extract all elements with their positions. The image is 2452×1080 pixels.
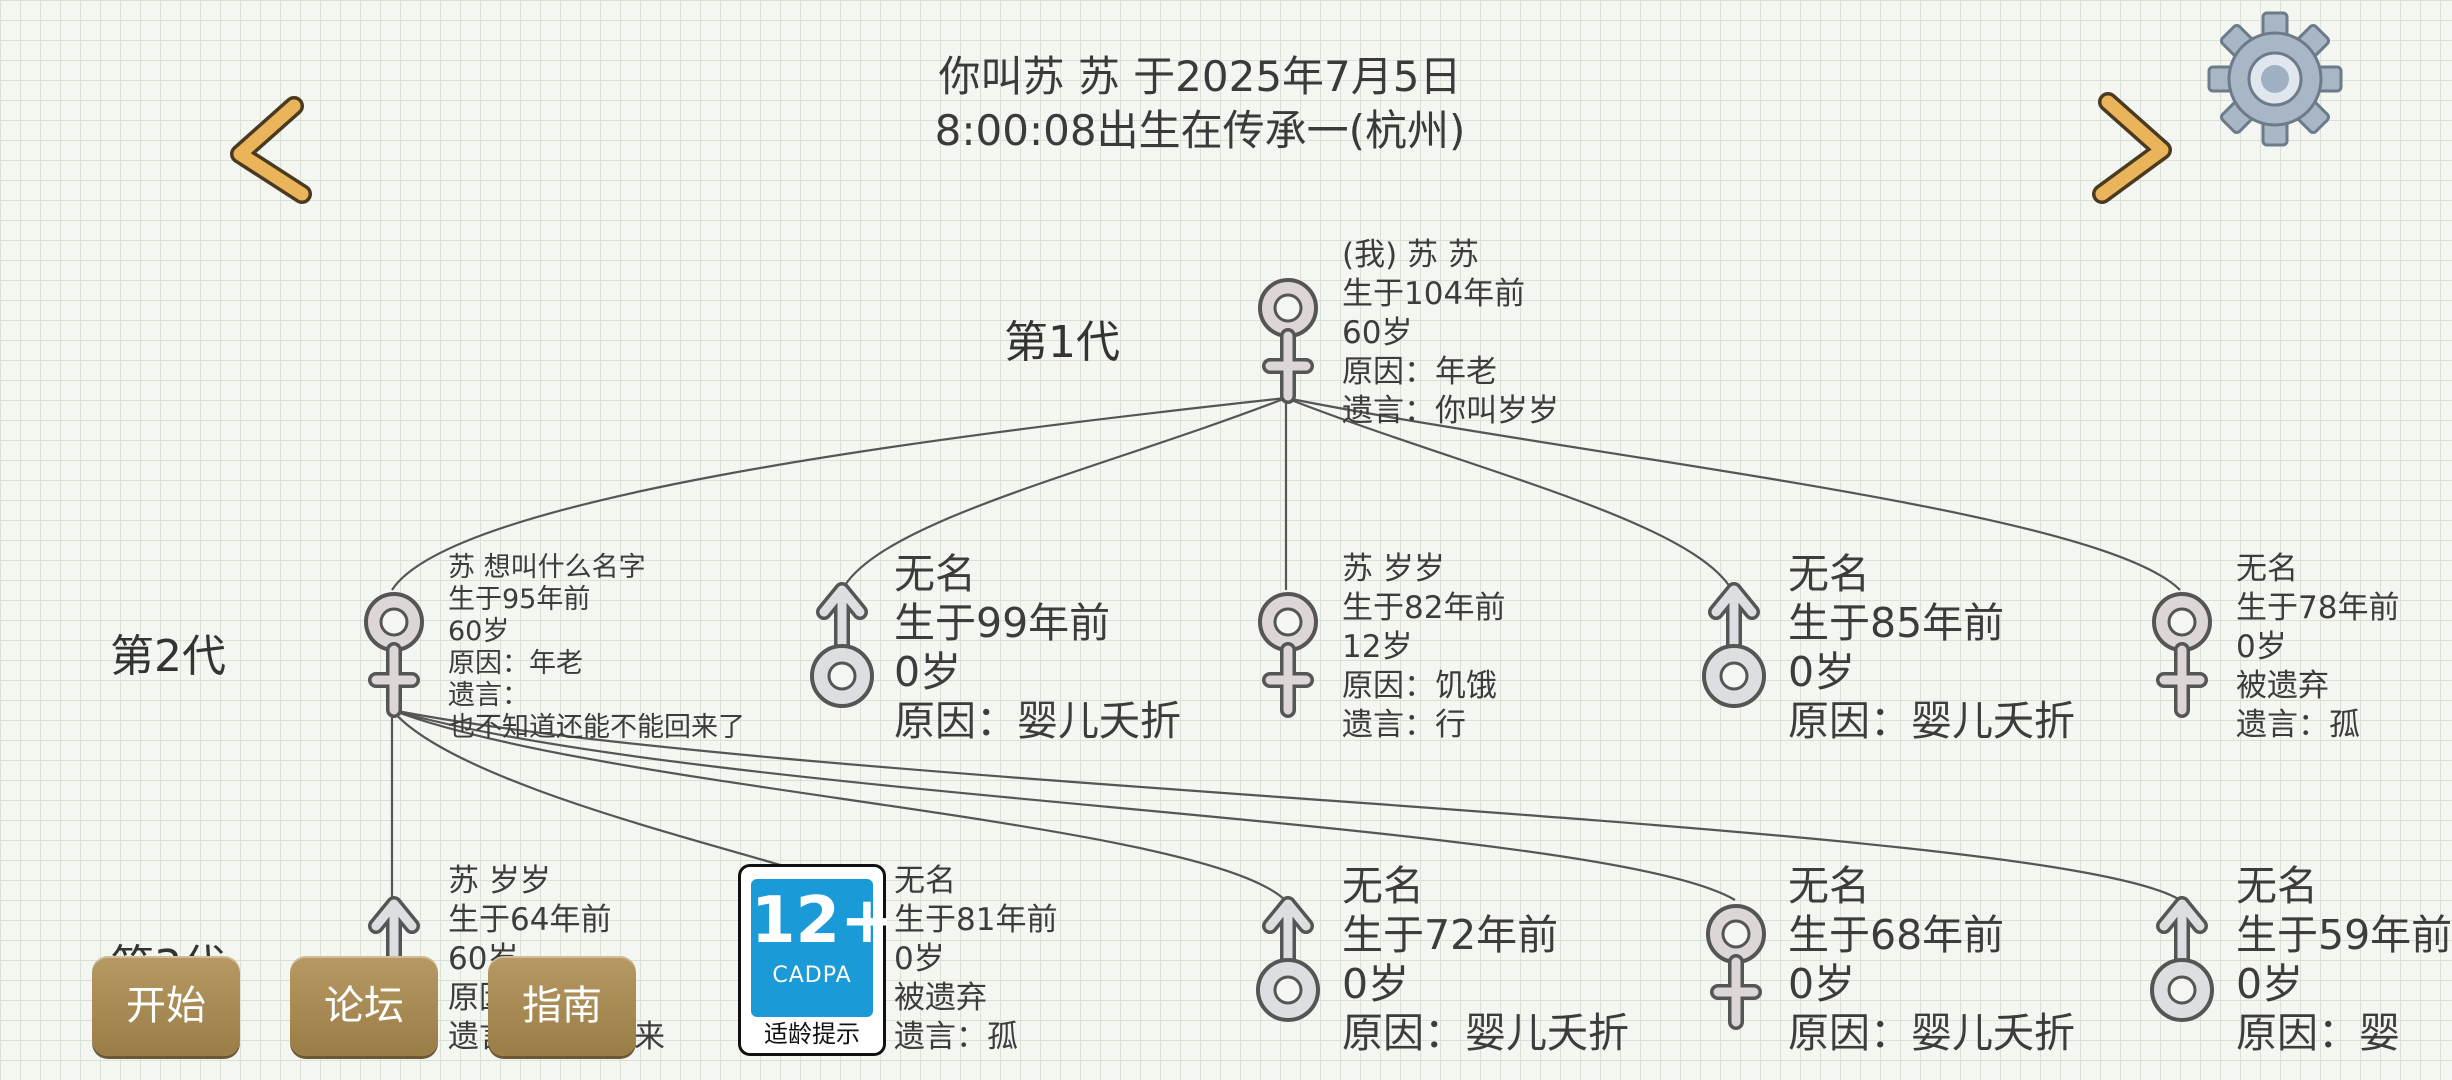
male-symbol-icon[interactable] <box>1696 582 1772 714</box>
forum-button[interactable]: 论坛 <box>290 956 438 1056</box>
person-card-g2-1[interactable]: 苏 想叫什么名字 生于95年前 60岁 原因：年老 遗言： 也不知道还能不能回来… <box>448 552 745 743</box>
gen2-to-gen3-lines <box>390 708 2181 901</box>
person-card-g3-3[interactable]: 无名 生于72年前 0岁 原因：婴儿夭折 <box>1342 862 1629 1057</box>
age-rating-tip: 适龄提示 <box>764 1020 860 1048</box>
person-card-g2-2[interactable]: 无名 生于99年前 0岁 原因：婴儿夭折 <box>894 550 1181 745</box>
person-card-g3-4[interactable]: 无名 生于68年前 0岁 原因：婴儿夭折 <box>1788 862 2075 1057</box>
age-rating-badge: 12+ CADPA 适龄提示 <box>738 864 894 1056</box>
guide-button[interactable]: 指南 <box>488 956 636 1056</box>
male-symbol-icon[interactable] <box>2144 896 2220 1028</box>
person-card-g3-5[interactable]: 无名 生于59年前 0岁 原因：婴 <box>2236 862 2452 1057</box>
chevron-right-icon[interactable] <box>2088 92 2180 206</box>
person-card-g1-self[interactable]: (我) 苏 苏 生于104年前 60岁 原因：年老 遗言：你叫岁岁 <box>1342 237 1559 429</box>
start-button[interactable]: 开始 <box>92 956 240 1056</box>
person-card-g2-5[interactable]: 无名 生于78年前 0岁 被遗弃 遗言：孤 <box>2236 551 2400 743</box>
female-symbol-icon[interactable] <box>1250 584 1326 718</box>
female-symbol-icon[interactable] <box>2144 584 2220 718</box>
age-rating-org: CADPA <box>772 963 852 988</box>
female-symbol-icon[interactable] <box>356 584 432 718</box>
header-line-2: 8:00:08出生在传承一(杭州) <box>934 106 1466 155</box>
male-symbol-icon[interactable] <box>804 582 880 714</box>
header-line-1: 你叫苏 苏 于2025年7月5日 <box>938 52 1462 101</box>
female-symbol-icon[interactable] <box>1698 896 1774 1030</box>
family-tree-lines <box>390 396 2181 901</box>
birth-info-header: 你叫苏 苏 于2025年7月5日 8:00:08出生在传承一(杭州) <box>850 50 1550 158</box>
person-card-g2-3[interactable]: 苏 岁岁 生于82年前 12岁 原因：饥饿 遗言：行 <box>1342 551 1506 743</box>
gear-icon[interactable] <box>2206 10 2344 148</box>
female-symbol-icon[interactable] <box>1250 270 1326 404</box>
generation-label-1: 第1代 <box>1004 317 1120 368</box>
gen1-to-gen2-lines <box>391 396 2181 591</box>
male-symbol-icon[interactable] <box>1250 896 1326 1028</box>
age-rating-panel: 12+ CADPA <box>751 879 894 1017</box>
age-rating-value: 12+ <box>751 884 894 958</box>
chevron-left-icon[interactable] <box>222 96 314 206</box>
generation-label-2: 第2代 <box>110 631 226 682</box>
person-card-g2-4[interactable]: 无名 生于85年前 0岁 原因：婴儿夭折 <box>1788 550 2075 745</box>
person-card-g3-2[interactable]: 无名 生于81年前 0岁 被遗弃 遗言：孤 <box>894 863 1058 1055</box>
